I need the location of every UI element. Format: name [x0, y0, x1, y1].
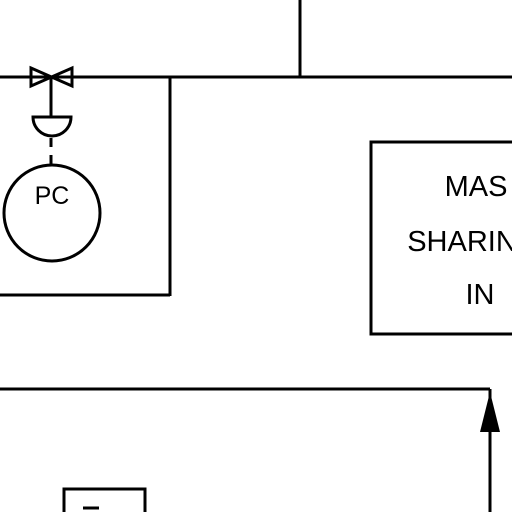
block-label-line-3: IN: [466, 279, 495, 311]
block-label-line-1: MAS: [445, 171, 508, 203]
pressure-controller-bubble: [2, 163, 102, 263]
pressure-controller-tag: PC: [35, 182, 70, 210]
control-valve-icon: [29, 65, 74, 117]
sharing-block-box: [369, 140, 512, 336]
block-label-line-2: SHARIN: [407, 226, 512, 258]
flow-arrow-up-icon: [480, 392, 500, 432]
valve-actuator-icon: [31, 115, 73, 138]
lower-partial-box: [62, 487, 147, 512]
